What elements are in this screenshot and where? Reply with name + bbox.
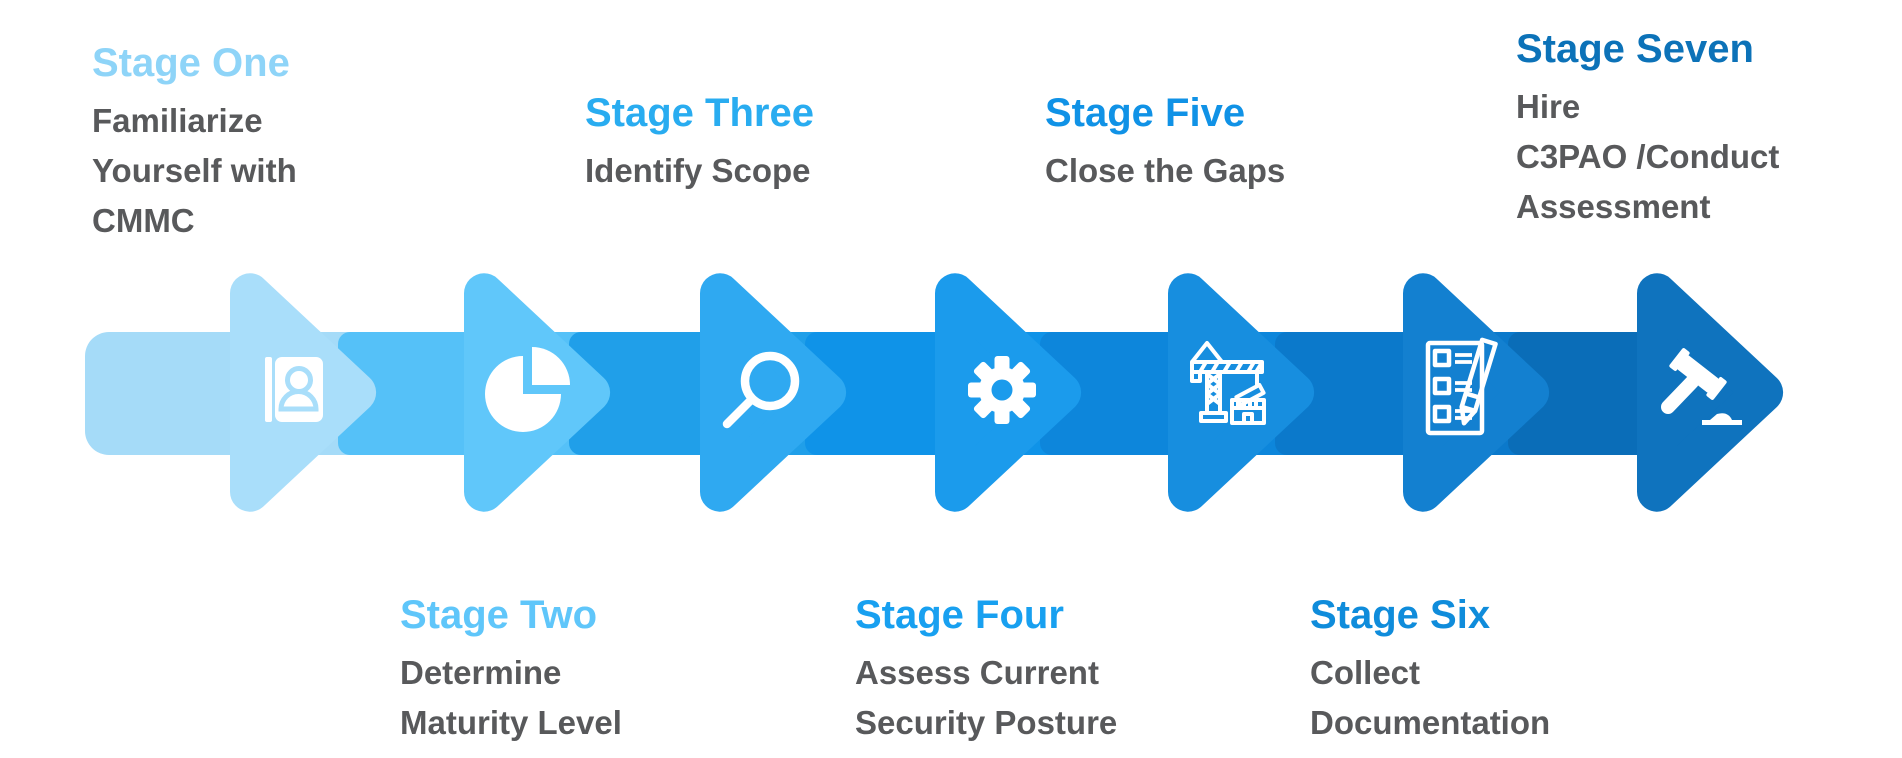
magnifier-icon xyxy=(722,351,800,429)
stage4-text-line: Assess Current xyxy=(855,654,1099,691)
stage4-text-line: Security Posture xyxy=(855,704,1118,741)
stage6-text-line: Documentation xyxy=(1310,704,1551,741)
stage2-text-line: Determine xyxy=(400,654,562,691)
stage2-label: Stage Two Determine Maturity Level xyxy=(400,592,622,748)
checklist-icon xyxy=(1425,337,1498,436)
stage2-text-line: Maturity Level xyxy=(400,704,622,741)
stage2-title: Stage Two xyxy=(400,593,598,637)
stage5-label: Stage Five Close the Gaps xyxy=(1045,90,1285,196)
gavel-icon xyxy=(1661,348,1742,425)
stage7-text-line: Hire xyxy=(1516,88,1581,125)
stage7-text-line: Assessment xyxy=(1516,188,1711,225)
stage6-title: Stage Six xyxy=(1310,593,1491,637)
stage1-text-line: Yourself with xyxy=(92,152,297,189)
stage1-label: Stage One Familiarize Yourself with CMMC xyxy=(92,40,297,246)
stage5-title: Stage Five xyxy=(1045,91,1246,135)
stage1-title: Stage One xyxy=(92,41,290,85)
stage7-text-line: C3PAO /Conduct xyxy=(1516,138,1780,175)
stage6-label: Stage Six Collect Documentation xyxy=(1310,592,1550,748)
stage7-label: Stage Seven Hire C3PAO /Conduct Assessme… xyxy=(1516,26,1779,232)
stage3-arrowhead xyxy=(700,273,847,512)
stage3-text-line: Identify Scope xyxy=(585,152,811,189)
stage3-label: Stage Three Identify Scope xyxy=(585,90,814,196)
stage6-text-line: Collect xyxy=(1310,654,1421,691)
stage1-text-line: Familiarize xyxy=(92,102,263,139)
stage4-title: Stage Four xyxy=(855,593,1064,637)
stage5-text-line: Close the Gaps xyxy=(1045,152,1286,189)
pie-chart-icon xyxy=(485,347,570,432)
crane-icon xyxy=(1190,341,1266,425)
stage2-arrowhead xyxy=(464,273,611,512)
stage1-text-line: CMMC xyxy=(92,202,195,239)
stage7-title: Stage Seven xyxy=(1516,27,1754,71)
stage4-label: Stage Four Assess Current Security Postu… xyxy=(855,592,1117,748)
gear-icon xyxy=(968,356,1036,424)
stage3-title: Stage Three xyxy=(585,91,814,135)
address-book-icon xyxy=(265,357,323,422)
